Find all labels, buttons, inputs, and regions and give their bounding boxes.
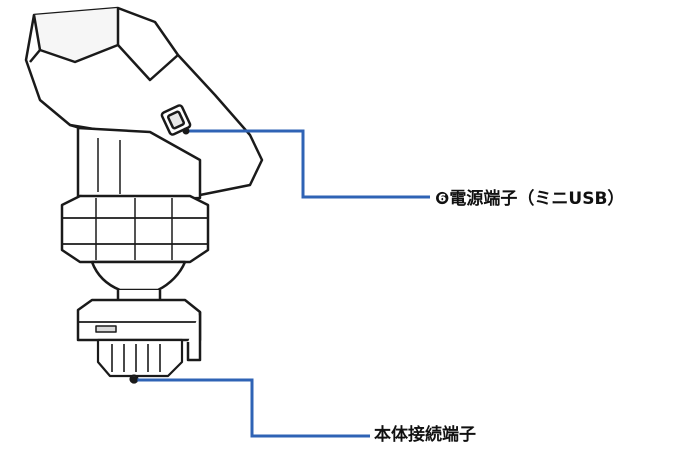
leader-power-terminal bbox=[186, 129, 430, 199]
connector-pins bbox=[96, 338, 184, 384]
power-terminal-label: ❻電源端子（ミニUSB） bbox=[435, 189, 625, 209]
knurled-nut bbox=[60, 194, 210, 264]
camera-head bbox=[24, 6, 264, 197]
body-connector-label: 本体接続端子 bbox=[374, 425, 476, 445]
leader-dot-body bbox=[130, 376, 138, 384]
leader-lines bbox=[134, 129, 430, 438]
leader-dot-power bbox=[182, 127, 190, 135]
bracket-base bbox=[76, 298, 202, 362]
ball-joint bbox=[90, 260, 187, 304]
leader-body-connector bbox=[134, 378, 370, 438]
